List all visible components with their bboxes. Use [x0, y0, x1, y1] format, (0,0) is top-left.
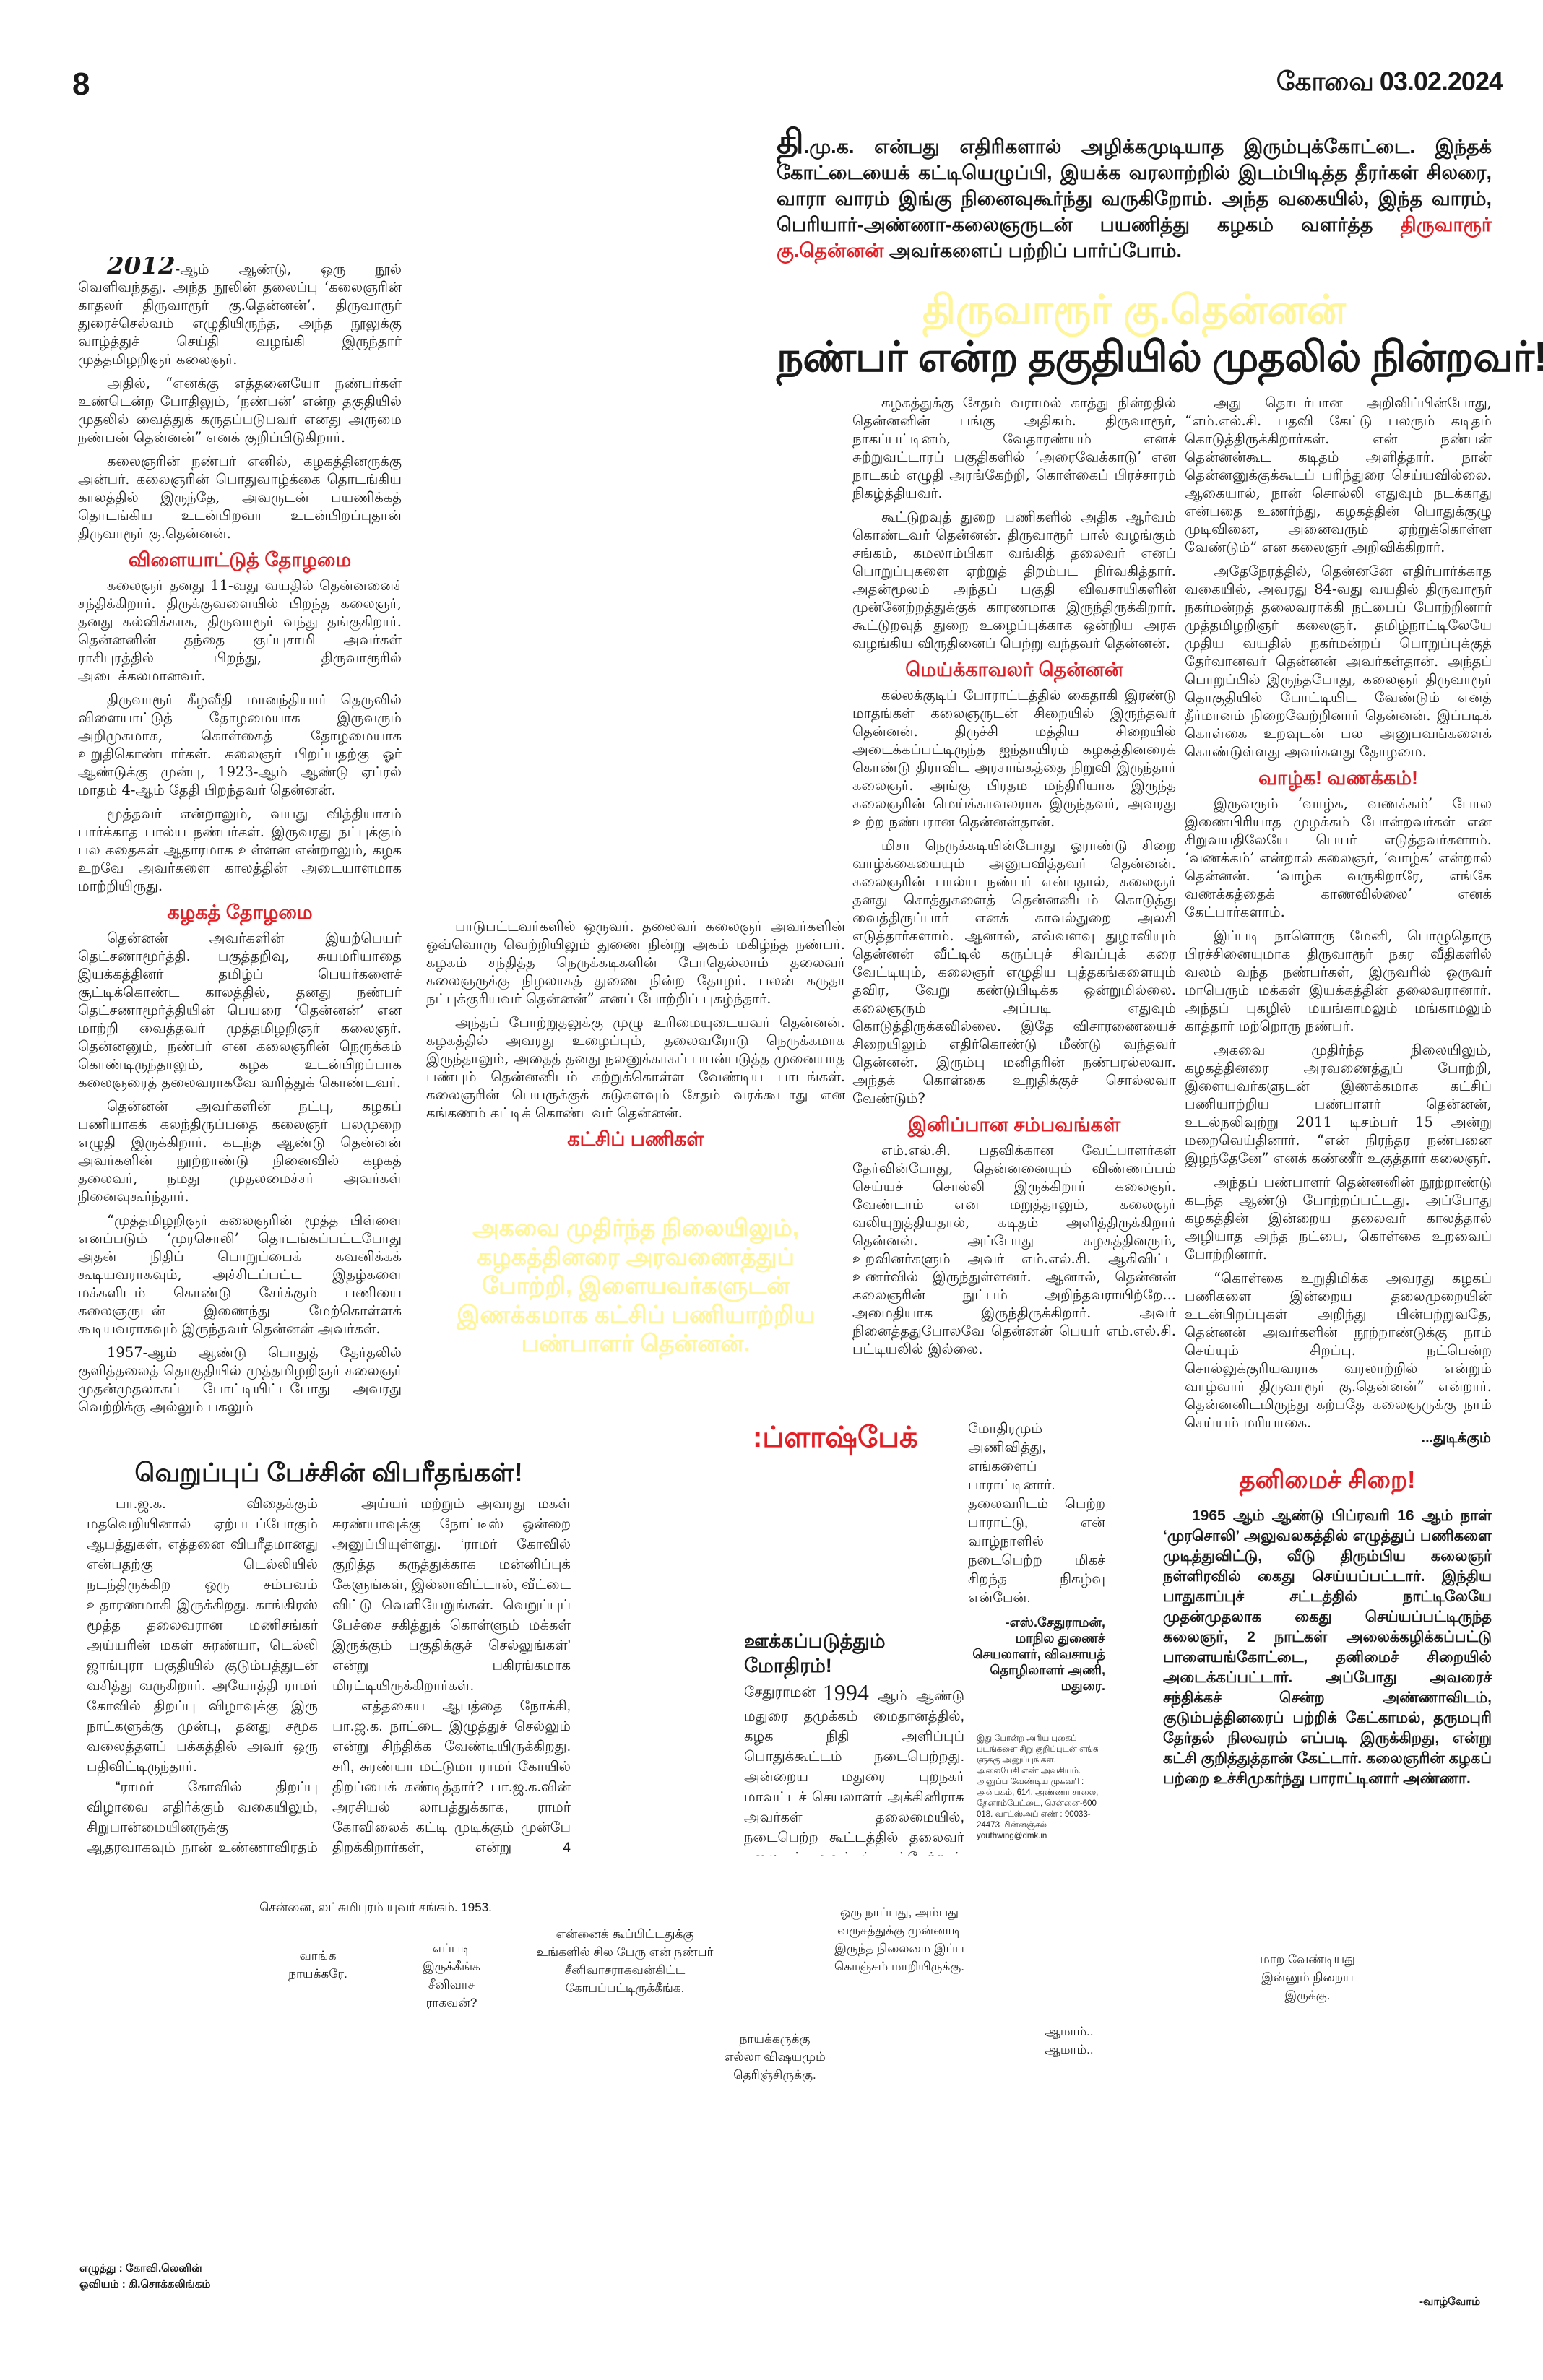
intro-standfirst: தி.மு.க. என்பது எதிரிகளால் அழிக்கமுடியாத…: [777, 125, 1492, 264]
intro-text: .மு.க. என்பது எதிரிகளால் அழிக்கமுடியாத இ…: [777, 136, 1492, 235]
section-subheading: கட்சிப் பணிகள்: [567, 1128, 704, 1149]
comic-scene-caption: சென்னை, லட்சுமிபுரம் யுவர் சங்கம். 1953.: [259, 1900, 492, 1914]
comic-speech-bubble: வாங்க நாயக்கரே.: [288, 1949, 347, 1981]
article-paragraph: அது தொடர்பான அறிவிப்பின்போது, “எம்.எல்.ச…: [1185, 394, 1492, 555]
article-paragraph: பாடுபட்டவர்களில் ஒருவர். தலைவர் கலைஞர் அ…: [426, 918, 845, 1007]
artist-credit: ஓவியம் : கி.சொக்கலிங்கம்: [79, 2278, 211, 2290]
ring-story: ஊக்கப்படுத்தும் மோதிரம்! சேதுராமன் 1994 ஆ…: [744, 1629, 964, 1856]
article-paragraph: அதில், “எனக்கு எத்தனையோ நண்பர்கள் உண்டென…: [78, 375, 402, 446]
issue-date: கோவை 03.02.2024: [1276, 66, 1503, 96]
article-paragraph: இப்படி நாளொரு மேனி, பொழுதொரு பிரச்சினையு…: [1185, 927, 1492, 1034]
hate-speech-column-2: அய்யர் மற்றும் அவரது மகள் சுரண்யாவுக்கு …: [332, 1494, 571, 1855]
subject-name-kicker: திருவாரூர் கு.தென்னன்: [922, 287, 1346, 332]
comic-speech-bubble: மாற வேண்டியது இன்னும் நிறைய இருக்கு.: [1260, 1952, 1355, 2002]
article-column-2: பாடுபட்டவர்களில் ஒருவர். தலைவர் கலைஞர் அ…: [426, 917, 845, 1148]
article-paragraph: தென்னன் அவர்களின் இயற்பெயர் தெட்சணாமூர்த…: [78, 930, 402, 1091]
article-paragraph: எம்.எல்.சி. பதவிக்கான வேட்பாளர்கள் தேர்வ…: [852, 1142, 1176, 1357]
article-paragraph: அதேநேரத்தில், தென்னனே எதிர்பார்க்காத வகை…: [1185, 563, 1492, 760]
section-subheading: வாழ்க! வணக்கம்!: [1258, 767, 1418, 789]
comic-speech-bubble: எப்படி இருக்கீங்க சீனிவாச ராகவன்?: [423, 1942, 480, 2009]
article-paragraph: மூத்தவர் என்றாலும், வயது வித்தியாசம் பார…: [78, 805, 402, 894]
article-paragraph: கலைஞர் தனது 11-வது வயதில் தென்னனைச் சந்த…: [78, 577, 402, 684]
solitary-box-title: தனிமைச் சிறை!: [1239, 1466, 1416, 1494]
hate-speech-column-1: பா.ஜ.க. விதைக்கும் மதவெறியினால் ஏற்படப்ப…: [87, 1494, 318, 1855]
pull-quote: அகவை முதிர்ந்த நிலையிலும், கழகத்தினரை அர…: [457, 1214, 815, 1356]
intro-text-end: அவர்களைப் பற்றிப் பார்ப்போம்.: [883, 240, 1183, 261]
ring-story-text: சேதுராமன் 1994 ஆம் ஆண்டு மதுரை தமுக்கம் ம…: [744, 1679, 964, 1856]
section-subheading: இனிப்பான சம்பவங்கள்: [907, 1114, 1121, 1135]
ring-story-body: ஆம் ஆண்டு மதுரை தமுக்கம் மைதானத்தில், கழ…: [744, 1688, 964, 1856]
ring-story-title: ஊக்கப்படுத்தும் மோதிரம்!: [744, 1630, 886, 1676]
photo-caption-label: சேதுராமன்: [744, 1682, 816, 1702]
submission-note: இது போன்ற அரிய புகைப் படங்களை சிறு குறிப…: [977, 1734, 1099, 1840]
article-paragraph: கலைஞரின் நண்பர் எனில், கழகத்தினருக்கு அன…: [78, 453, 402, 542]
series-signoff: -வாழ்வோம்: [1419, 2295, 1481, 2308]
article-paragraph: திருவாரூர் கீழவீதி மானந்தியார் தெருவில் …: [78, 691, 402, 798]
article-paragraph: இருவரும் ‘வாழ்க, வணக்கம்’ போல இணைபிரியாத…: [1185, 795, 1492, 920]
comic-speech-bubble: நாயக்கருக்கு எல்லா விஷயமும் தெரிஞ்சிருக்…: [724, 2032, 826, 2082]
section-subheading: மெய்க்காவலர் தென்னன்: [905, 659, 1123, 680]
article-paragraph: “முத்தமிழறிஞர் கலைஞரின் மூத்த பிள்ளை எனப…: [78, 1212, 402, 1337]
ring-story-year: 1994: [822, 1679, 869, 1705]
article-paragraph: தென்னன் அவர்களின் நட்பு, கழகப் பணியாகக் …: [78, 1098, 402, 1205]
comic-speech-bubble: என்னைக் கூப்பிட்டதுக்கு உங்களில் சில பேர…: [536, 1927, 714, 1995]
article-paragraph: மிசா நெருக்கடியின்போது ஓராண்டு சிறை வாழ்…: [852, 837, 1176, 1107]
lead-text: -ஆம் ஆண்டு, ஒரு நூல் வெளிவந்தது. அந்த நூ…: [78, 261, 402, 368]
article-paragraph: கல்லக்குடிப் போராட்டத்தில் கைதாகி இரண்டு…: [852, 687, 1176, 830]
article-paragraph: 1957-ஆம் ஆண்டு பொதுத் தேர்தலில் குளித்தல…: [78, 1344, 402, 1415]
article-column-4: அது தொடர்பான அறிவிப்பின்போது, “எம்.எல்.ச…: [1185, 394, 1492, 1427]
article-paragraph: 2012-ஆம் ஆண்டு, ஒரு நூல் வெளிவந்தது. அந்…: [78, 257, 402, 368]
article-headline: நண்பர் என்ற தகுதியில் முதலில் நின்றவர்!: [777, 334, 1543, 381]
article-paragraph: அகவை முதிர்ந்த நிலையிலும், கழகத்தினரை அர…: [1185, 1042, 1492, 1167]
article-paragraph: அந்தப் போற்றுதலுக்கு முழு உரிமையுடையவர் …: [426, 1014, 845, 1121]
flashback-text: மோதிரமும் அணிவித்து, எங்களைப் பாராட்டினா…: [968, 1421, 1105, 1606]
credits: எழுத்து : கோவி.லெனின் ஓவியம் : கி.சொக்கல…: [79, 2261, 210, 2293]
lead-year: 2012: [107, 257, 176, 280]
article-paragraph: எத்தகைய ஆபத்தை நோக்கி, பா.ஜ.க. நாட்டை இழ…: [332, 1698, 571, 1855]
flashback-signature: -எஸ்.சேதுராமன், மாநில துணைச் செயலாளர், வ…: [972, 1615, 1105, 1693]
solitary-paragraph: 1965 ஆம் ஆண்டு பிப்ரவரி 16 ஆம் நாள் ‘முர…: [1163, 1507, 1492, 1787]
flashback-quote-box: மோதிரமும் அணிவித்து, எங்களைப் பாராட்டினா…: [968, 1419, 1105, 1694]
flashback-title: :ப்ளாஷ்பேக்: [753, 1421, 918, 1453]
section-subheading: விளையாட்டுத் தோழமை: [128, 549, 352, 571]
article-paragraph: அய்யர் மற்றும் அவரது மகள் சுரண்யாவுக்கு …: [332, 1496, 571, 1694]
article-paragraph: அந்தப் பண்பாளர் தென்னனின் நூற்றாண்டு கடந…: [1185, 1174, 1492, 1263]
page-number: 8: [72, 66, 90, 102]
article-column-3: கழகத்துக்கு சேதம் வராமல் காத்து நின்றதில…: [852, 394, 1176, 1387]
continued-label: ...துடிக்கும்: [1421, 1430, 1491, 1446]
article-paragraph: பா.ஜ.க. விதைக்கும் மதவெறியினால் ஏற்படப்ப…: [87, 1496, 318, 1775]
article-paragraph: கூட்டுறவுத் துறை பணிகளில் அதிக ஆர்வம் கொ…: [852, 509, 1176, 652]
comic-speech-bubble: ஆமாம்.. ஆமாம்..: [1045, 2025, 1094, 2056]
writer-credit: எழுத்து : கோவி.லெனின்: [79, 2262, 202, 2275]
solitary-box-text: 1965 ஆம் ஆண்டு பிப்ரவரி 16 ஆம் நாள் ‘முர…: [1163, 1506, 1492, 1789]
hate-speech-box-title: வெறுப்புப் பேச்சின் விபரீதங்கள்!: [134, 1458, 523, 1487]
section-subheading: கழகத் தோழமை: [167, 901, 313, 923]
article-paragraph: “கொள்கை உறுதிமிக்க அவரது கழகப் பணிகளை இன…: [1185, 1270, 1492, 1427]
article-paragraph: கழகத்துக்கு சேதம் வராமல் காத்து நின்றதில…: [852, 394, 1176, 501]
article-paragraph: “ராமர் கோவில் திறப்பு விழாவை எதிர்க்கும்…: [87, 1779, 318, 1855]
article-column-1: 2012-ஆம் ஆண்டு, ஒரு நூல் வெளிவந்தது. அந்…: [78, 257, 402, 1416]
drop-cap: தி: [777, 123, 804, 160]
intro-highlight-name: திருவாரூர் கு.தென்னன்: [777, 214, 1492, 261]
comic-speech-bubble: ஒரு நாப்பது, அம்பது வருசத்துக்கு முன்னாட…: [834, 1905, 965, 1973]
